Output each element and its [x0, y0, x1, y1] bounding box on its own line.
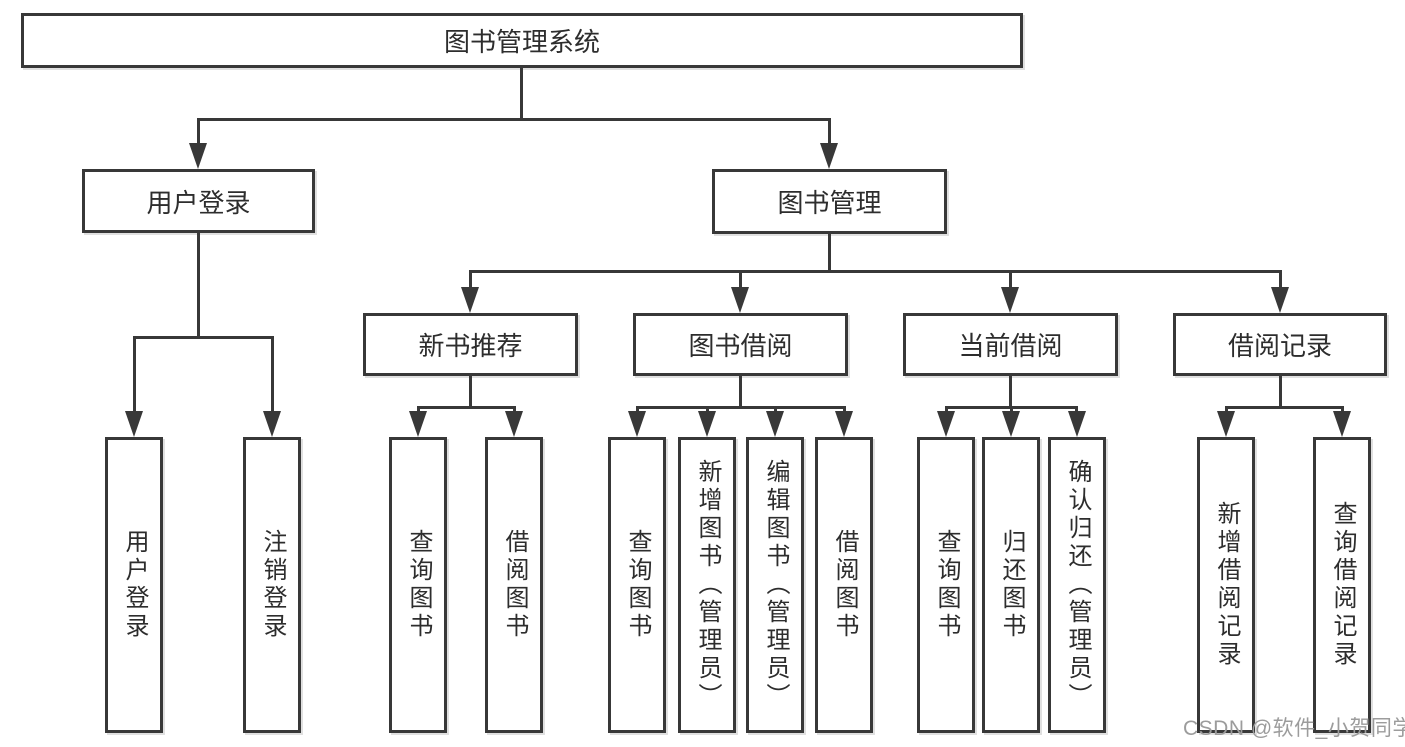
- leaf-newbooks-query: 查询图书: [389, 437, 447, 733]
- connector-root-bracket: [197, 118, 831, 121]
- leaf-records-add: 新增借阅记录: [1197, 437, 1255, 733]
- connector-drop-book-borrow: [739, 270, 742, 291]
- leaf-bookborrow-edit-admin: 编辑图书（管理员）: [746, 437, 804, 733]
- connector-drop-book-mgmt: [828, 118, 831, 149]
- connector-root-stem: [520, 67, 523, 120]
- arrowhead-cb-return: [1002, 411, 1020, 437]
- leaf-logout: 注销登录: [243, 437, 301, 733]
- arrowhead-br-query: [1333, 411, 1351, 437]
- leaf-bookborrow-query: 查询图书: [608, 437, 666, 733]
- connector-borrow-records-stem: [1279, 376, 1282, 406]
- arrowhead-bb-borrow: [835, 411, 853, 437]
- node-new-books-label: 新书推荐: [418, 331, 523, 361]
- leaf-currentborrow-query: 查询图书: [917, 437, 975, 733]
- arrowhead-br-add: [1217, 411, 1235, 437]
- leaf-user-login-label: 用户登录: [121, 529, 148, 641]
- leaf-currentborrow-confirm-admin: 确认归还（管理员）: [1048, 437, 1106, 733]
- leaf-currentborrow-return: 归还图书: [982, 437, 1040, 733]
- arrowhead-leaf-login: [125, 411, 143, 437]
- arrowhead-nb-query: [409, 411, 427, 437]
- arrowhead-bb-query: [628, 411, 646, 437]
- leaf-bookborrow-borrow-label: 借阅图书: [831, 529, 858, 641]
- arrowhead-bb-edit: [766, 411, 784, 437]
- node-book-mgmt-label: 图书管理: [777, 188, 882, 218]
- arrowhead-book-borrow: [731, 287, 749, 313]
- watermark: CSDN @软件_小贺同学: [1183, 717, 1405, 740]
- leaf-newbooks-borrow-label: 借阅图书: [501, 529, 528, 641]
- arrowhead-book-mgmt: [820, 143, 838, 169]
- connector-borrow-records-bracket: [1225, 406, 1343, 409]
- node-book-borrow-label: 图书借阅: [688, 331, 793, 361]
- connector-current-borrow-stem: [1009, 376, 1012, 406]
- node-root-label: 图书管理系统: [443, 27, 600, 57]
- leaf-bookborrow-query-label: 查询图书: [624, 529, 651, 641]
- connector-user-login-stem: [197, 233, 200, 336]
- leaf-bookborrow-add-admin: 新增图书（管理员）: [678, 437, 736, 733]
- leaf-bookborrow-borrow: 借阅图书: [815, 437, 873, 733]
- leaf-user-login: 用户登录: [105, 437, 163, 733]
- node-borrow-records: 借阅记录: [1173, 313, 1387, 376]
- node-current-borrow-label: 当前借阅: [958, 331, 1063, 361]
- node-root-system: 图书管理系统: [21, 13, 1023, 68]
- arrowhead-cb-confirm: [1068, 411, 1086, 437]
- leaf-bookborrow-edit-admin-label: 编辑图书（管理员）: [762, 459, 789, 711]
- node-user-login: 用户登录: [82, 169, 315, 233]
- leaf-currentborrow-return-label: 归还图书: [998, 529, 1025, 641]
- connector-drop-leaf-login: [133, 336, 136, 413]
- arrowhead-bb-add: [698, 411, 716, 437]
- leaf-logout-label: 注销登录: [259, 529, 286, 641]
- connector-drop-borrow-records: [1279, 270, 1282, 291]
- connector-user-login-bracket: [133, 336, 273, 339]
- node-borrow-records-label: 借阅记录: [1227, 331, 1332, 361]
- node-book-mgmt: 图书管理: [712, 169, 947, 234]
- leaf-records-query: 查询借阅记录: [1313, 437, 1371, 733]
- arrowhead-borrow-records: [1271, 287, 1289, 313]
- arrowhead-cb-query: [937, 411, 955, 437]
- node-new-books: 新书推荐: [363, 313, 578, 376]
- leaf-newbooks-query-label: 查询图书: [405, 529, 432, 641]
- leaf-records-query-label: 查询借阅记录: [1329, 501, 1356, 669]
- connector-new-books-stem: [469, 376, 472, 406]
- arrowhead-leaf-logout: [263, 411, 281, 437]
- leaf-newbooks-borrow: 借阅图书: [485, 437, 543, 733]
- leaf-bookborrow-add-admin-label: 新增图书（管理员）: [694, 459, 721, 711]
- connector-new-books-bracket: [417, 406, 515, 409]
- connector-book-borrow-bracket: [636, 406, 844, 409]
- leaf-currentborrow-confirm-admin-label: 确认归还（管理员）: [1064, 459, 1091, 711]
- connector-book-mgmt-stem: [828, 234, 831, 270]
- connector-drop-leaf-logout: [271, 336, 274, 413]
- node-book-borrow: 图书借阅: [633, 313, 848, 376]
- arrowhead-current-borrow: [1001, 287, 1019, 313]
- connector-book-borrow-stem: [739, 376, 742, 406]
- arrowhead-nb-borrow: [505, 411, 523, 437]
- connector-drop-user-login: [197, 118, 200, 149]
- node-current-borrow: 当前借阅: [903, 313, 1118, 376]
- connector-drop-new-books: [469, 270, 472, 291]
- connector-drop-current-borrow: [1009, 270, 1012, 291]
- arrowhead-new-books: [461, 287, 479, 313]
- arrowhead-user-login: [189, 143, 207, 169]
- connector-book-mgmt-bracket: [469, 270, 1281, 273]
- leaf-currentborrow-query-label: 查询图书: [933, 529, 960, 641]
- node-user-login-label: 用户登录: [146, 187, 251, 218]
- leaf-records-add-label: 新增借阅记录: [1213, 501, 1240, 669]
